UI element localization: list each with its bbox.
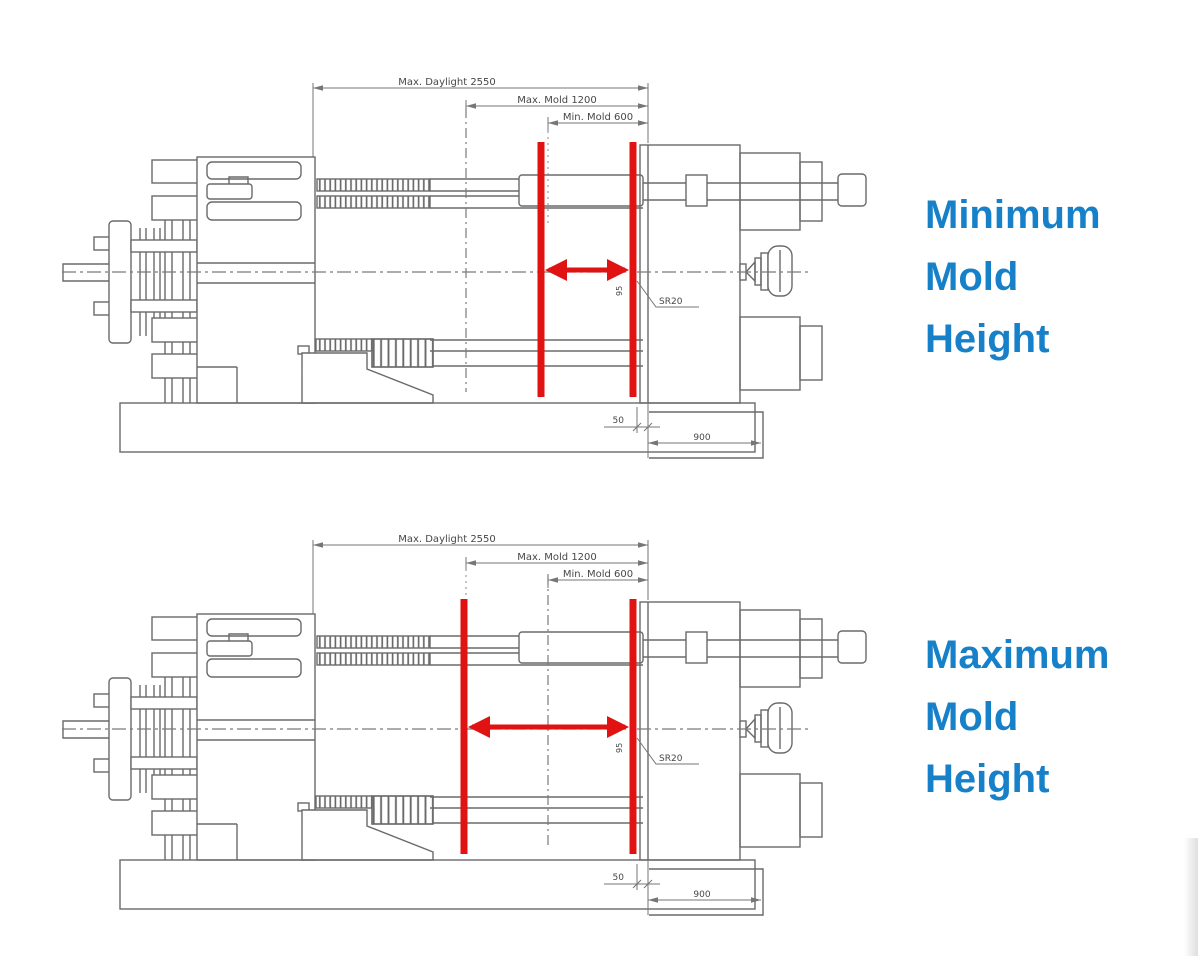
dimension-labels: Max. Daylight 2550 Max. Mold 1200 Min. M…: [398, 534, 711, 900]
mold-height-overlay: [460, 599, 637, 854]
dim-max-mold: Max. Mold 1200: [517, 95, 597, 106]
dim-min-mold: Min. Mold 600: [563, 569, 633, 580]
machine-drawing: [61, 82, 867, 459]
dim-base-width: 900: [693, 890, 710, 900]
dim-locating-ring: 95: [615, 743, 624, 753]
arrowhead-right: [607, 716, 629, 738]
arrowhead-left: [468, 716, 490, 738]
dim-max-mold: Max. Mold 1200: [517, 552, 597, 563]
dim-min-mold: Min. Mold 600: [563, 112, 633, 123]
arrowhead-right: [607, 259, 629, 281]
caption-minimum-mold-height: Minimum Mold Height: [925, 184, 1101, 370]
dim-locating-ring: 95: [615, 286, 624, 296]
caption-line: Minimum: [925, 193, 1101, 237]
figure-minimum-mold: Max. Daylight 2550 Max. Mold 1200 Min. M…: [61, 77, 867, 459]
scan-shadow-artifact: [1184, 838, 1198, 956]
caption-line: Mold: [925, 695, 1019, 739]
mold-height-overlay: [537, 142, 637, 397]
caption-line: Height: [925, 317, 1050, 361]
figure-maximum-mold: Max. Daylight 2550 Max. Mold 1200 Min. M…: [61, 534, 867, 916]
caption-line: Maximum: [925, 633, 1110, 677]
arrowhead-left: [545, 259, 567, 281]
dim-max-daylight: Max. Daylight 2550: [398, 77, 496, 88]
caption-maximum-mold-height: Maximum Mold Height: [925, 624, 1110, 810]
dim-platen-offset: 50: [613, 873, 625, 883]
dim-base-width: 900: [693, 433, 710, 443]
dim-nozzle-tip: SR20: [659, 297, 683, 307]
dim-max-daylight: Max. Daylight 2550: [398, 534, 496, 545]
dimension-labels: Max. Daylight 2550 Max. Mold 1200 Min. M…: [398, 77, 711, 443]
caption-line: Height: [925, 757, 1050, 801]
dim-platen-offset: 50: [613, 416, 625, 426]
dim-nozzle-tip: SR20: [659, 754, 683, 764]
caption-line: Mold: [925, 255, 1019, 299]
